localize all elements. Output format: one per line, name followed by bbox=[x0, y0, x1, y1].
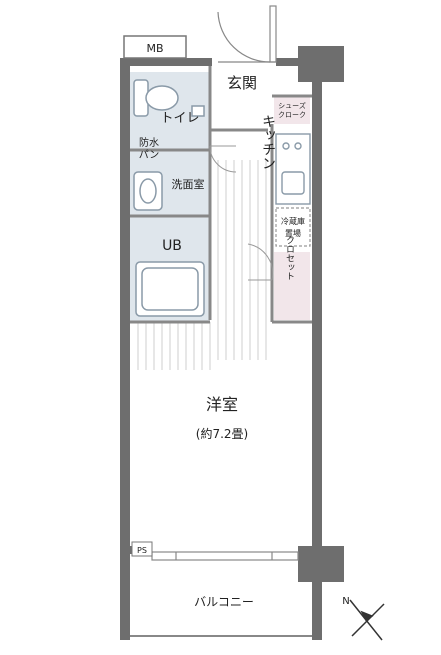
interior-doors bbox=[209, 145, 274, 281]
partitions bbox=[130, 66, 312, 324]
waterproof-pan-label-line2: パン bbox=[139, 149, 160, 161]
shoe-closet-area bbox=[274, 96, 310, 124]
kitchen-fixtures bbox=[275, 133, 311, 205]
entrance-door bbox=[217, 5, 277, 63]
fridge-space bbox=[275, 207, 311, 247]
western-room-label: 洋室 bbox=[206, 395, 238, 414]
shoe-closet-label-line2: クローク bbox=[278, 111, 306, 119]
washbasin-fixture bbox=[133, 171, 163, 211]
mb-box bbox=[123, 35, 187, 59]
ps-label: PS bbox=[137, 546, 147, 555]
balcony-label: バルコニー bbox=[194, 595, 254, 609]
toilet-label: トイレ bbox=[160, 111, 199, 126]
fridge-label-line2: 置場 bbox=[285, 228, 301, 238]
kitchen-label: キッチン bbox=[260, 114, 276, 170]
bathtub-fixture bbox=[135, 261, 205, 317]
genkan-label: 玄関 bbox=[227, 74, 257, 92]
compass-icon bbox=[349, 599, 385, 641]
waterproof-pan-label-line1: 防水 bbox=[139, 136, 159, 149]
flooring-hatch bbox=[137, 160, 267, 370]
ps-box bbox=[131, 541, 153, 557]
fridge-label-line1: 冷蔵庫 bbox=[281, 216, 305, 226]
western-room-size: (約7.2畳) bbox=[196, 426, 248, 441]
mb-label: MB bbox=[146, 42, 163, 55]
balcony-window bbox=[151, 551, 299, 561]
washroom-label: 洗面室 bbox=[172, 177, 205, 191]
compass-north-label: N bbox=[342, 596, 349, 607]
closet-label: クロセット bbox=[284, 235, 295, 280]
ub-label: UB bbox=[162, 238, 182, 254]
closet-area bbox=[274, 252, 310, 320]
toilet-fixture bbox=[133, 79, 205, 117]
shoe-closet-label-line1: シューズ bbox=[278, 101, 306, 110]
